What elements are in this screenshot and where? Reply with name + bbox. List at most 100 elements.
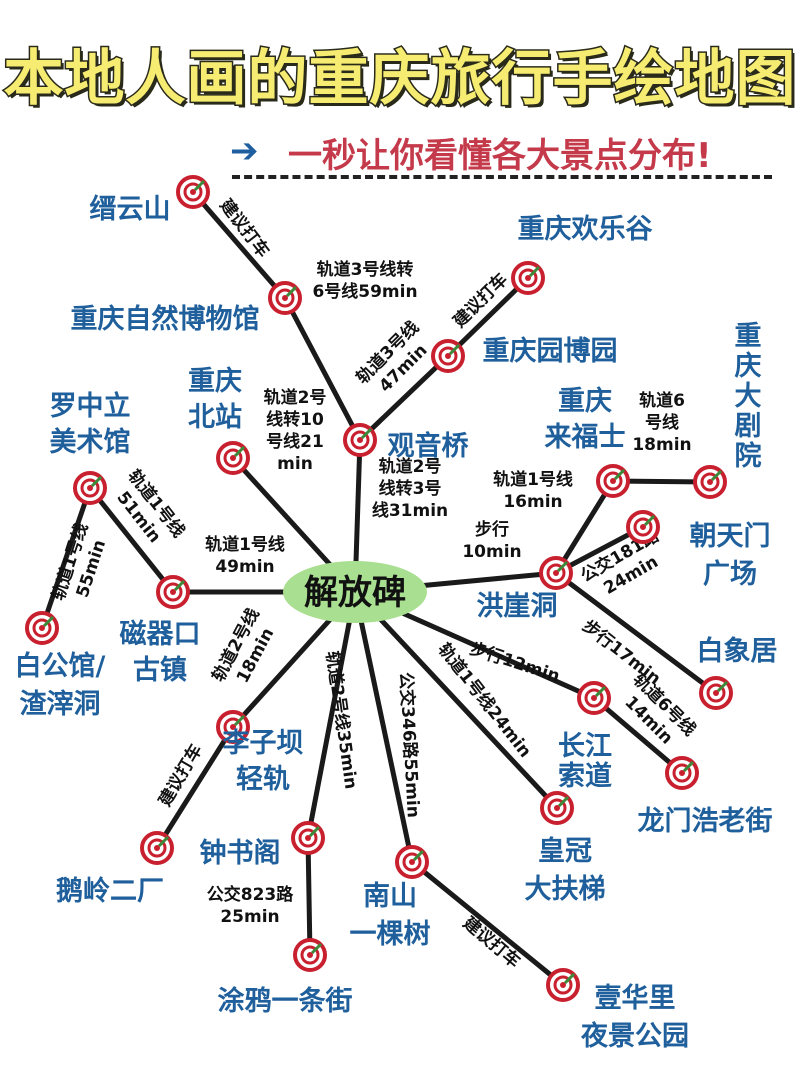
target-icon[interactable]	[343, 423, 377, 457]
place-name-nanshan[interactable]: 南山	[363, 881, 417, 912]
route-label-line: 10min	[462, 542, 521, 562]
place-name-raffles[interactable]: 来福士	[545, 422, 626, 453]
target-icon[interactable]	[540, 791, 574, 825]
place-name-liziba[interactable]: 轻轨	[236, 763, 290, 795]
route-line	[154, 724, 236, 851]
target-icon[interactable]	[596, 464, 630, 498]
page-title: 本地人画的重庆旅行手绘地图	[2, 43, 797, 116]
route-label: 建议打车	[154, 741, 206, 810]
route-line	[357, 353, 451, 443]
place-name-luozhongli[interactable]: 罗中立	[50, 390, 131, 422]
hub-label[interactable]: 解放碑	[304, 573, 406, 613]
place-name-ciqikou[interactable]: 古镇	[133, 655, 187, 686]
target-icon[interactable]	[693, 465, 727, 499]
place-name-eling[interactable]: 鹅岭二厂	[56, 876, 164, 907]
place-name-museum[interactable]: 重庆自然博物馆	[71, 303, 260, 335]
place-name-beizhan[interactable]: 重庆	[188, 365, 242, 397]
place-name-grandtheatre[interactable]: 大	[735, 381, 762, 412]
place-name-escalator[interactable]: 皇冠	[538, 836, 592, 867]
target-icon[interactable]	[539, 556, 573, 590]
route-label: 轨道2号线35min	[321, 650, 361, 791]
route-line	[352, 589, 415, 865]
place-name-yuanboyuan[interactable]: 重庆园博园	[483, 335, 618, 367]
route-line	[553, 570, 719, 696]
place-name-cableway[interactable]: 索道	[558, 760, 612, 792]
target-icon[interactable]	[395, 845, 429, 879]
place-name-hongyadong[interactable]: 洪崖洞	[477, 591, 558, 622]
route-line	[305, 589, 358, 841]
target-icon[interactable]	[216, 710, 250, 744]
place-name-jinyunshan[interactable]: 缙云山	[90, 194, 171, 225]
place-name-guanyinqiao[interactable]: 观音桥	[388, 430, 469, 462]
place-name-zhongshuge[interactable]: 钟书阁	[200, 837, 281, 869]
place-name-chaotianmen[interactable]: 朝天门	[690, 521, 771, 552]
target-icon[interactable]	[511, 261, 545, 295]
target-icon[interactable]	[268, 281, 302, 315]
target-icon[interactable]	[577, 681, 611, 715]
route-label-line: 轨道1号线	[493, 469, 573, 490]
place-name-chaotianmen[interactable]: 广场	[703, 559, 757, 590]
target-icon[interactable]	[216, 441, 250, 475]
route-line	[190, 189, 288, 301]
route-label-line: 轨道3号线转	[317, 259, 414, 280]
place-name-baixiangju[interactable]: 白象居	[697, 635, 778, 667]
place-name-beizhan[interactable]: 北站	[188, 402, 242, 433]
route-label-line: 16min	[503, 492, 562, 512]
place-name-baigongguan[interactable]: 白公馆/	[15, 650, 106, 682]
route-line	[553, 478, 616, 576]
route-line	[591, 695, 685, 776]
target-icon[interactable]	[546, 968, 580, 1002]
place-name-raffles[interactable]: 重庆	[558, 385, 612, 417]
place-name-baigongguan[interactable]: 渣滓洞	[20, 689, 101, 720]
place-name-luozhongli[interactable]: 美术馆	[50, 426, 131, 458]
place-name-liziba[interactable]: 李子坝	[222, 728, 304, 759]
target-icon[interactable]	[25, 611, 59, 645]
place-name-grandtheatre[interactable]: 剧	[735, 411, 762, 442]
route-label-line: 线转10	[266, 409, 324, 430]
route-label-line: 线转3号	[379, 478, 442, 499]
place-name-ciqikou[interactable]: 磁器口	[120, 619, 201, 650]
place-name-happyvalley[interactable]: 重庆欢乐谷	[518, 213, 654, 245]
route-label-line: 线31min	[372, 500, 448, 521]
route-line	[87, 485, 176, 595]
target-icon[interactable]	[291, 821, 325, 855]
route-label-line: 号线21	[266, 431, 324, 452]
target-icon[interactable]	[73, 471, 107, 505]
route-label-line: 建议打车	[154, 741, 206, 810]
place-name-yihuali[interactable]: 壹华里	[595, 982, 676, 1014]
target-icon[interactable]	[626, 510, 660, 544]
target-icon[interactable]	[293, 938, 327, 972]
target-icon[interactable]	[665, 756, 699, 790]
place-name-grandtheatre[interactable]: 庆	[735, 350, 762, 382]
route-label-line: 轨道1号线	[205, 534, 285, 555]
target-icon[interactable]	[156, 575, 190, 609]
route-label-line: 18min	[632, 435, 691, 455]
place-name-cableway[interactable]: 长江	[558, 731, 612, 762]
target-icon[interactable]	[431, 339, 465, 373]
target-icon[interactable]	[699, 676, 733, 710]
place-name-nanshan[interactable]: 一棵树	[350, 919, 431, 950]
place-name-grandtheatre[interactable]: 院	[735, 440, 762, 472]
route-label-line: 49min	[215, 557, 274, 577]
hub-ellipse	[283, 561, 427, 623]
route-line	[282, 295, 363, 443]
route-label-line: 公交823路	[207, 884, 294, 905]
target-icon[interactable]	[176, 175, 210, 209]
route-line	[409, 859, 566, 988]
place-name-yihuali[interactable]: 夜景公园	[580, 1020, 689, 1052]
place-name-grandtheatre[interactable]: 重	[735, 321, 762, 352]
route-label-line: 轨道2号	[264, 387, 327, 408]
place-name-escalator[interactable]: 大扶梯	[525, 874, 606, 905]
target-icon[interactable]	[140, 831, 174, 865]
place-name-longmenhao[interactable]: 龙门浩老街	[638, 806, 773, 837]
place-name-graffiti[interactable]: 涂鸦一条街	[218, 985, 353, 1017]
